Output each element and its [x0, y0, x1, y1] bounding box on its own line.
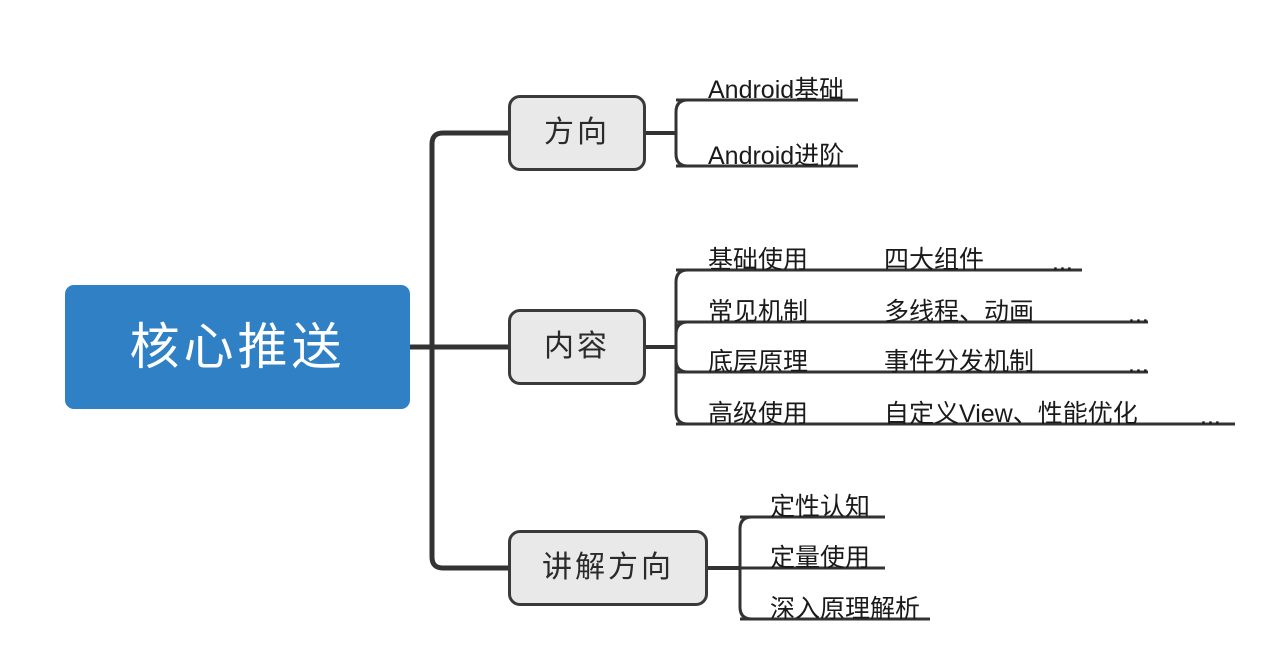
root-node-label: 核心推送 — [129, 319, 346, 375]
leaf-label[interactable]: 常见机制 — [708, 298, 809, 326]
leaf-label[interactable]: 定性认知 — [770, 493, 871, 521]
leaf-label[interactable]: 基础使用 — [708, 246, 809, 274]
branch-node-explanation[interactable]: 讲解方向 — [508, 530, 708, 606]
leaf-label[interactable]: 高级使用 — [708, 400, 809, 428]
leaf-label[interactable]: 定量使用 — [770, 544, 871, 572]
branch-node-label: 内容 — [544, 330, 610, 363]
leaf-label-secondary[interactable]: 自定义View、性能优化 — [884, 400, 1138, 428]
leaf-label[interactable]: 底层原理 — [708, 348, 809, 376]
leaf-label-secondary[interactable]: 四大组件 — [884, 246, 985, 274]
leaf-label[interactable]: Android进阶 — [708, 142, 845, 170]
leaf-label-secondary[interactable]: 事件分发机制 — [884, 348, 1035, 376]
branch-node-label: 讲解方向 — [542, 551, 674, 584]
leaf-ellipsis: ... — [1200, 402, 1221, 430]
leaf-ellipsis: ... — [1128, 350, 1149, 378]
trunk-to-branch-0 — [429, 130, 508, 347]
leaf-ellipsis: ... — [1052, 248, 1073, 276]
leaf-label-secondary[interactable]: 多线程、动画 — [884, 298, 1035, 326]
leaf-label[interactable]: Android基础 — [708, 76, 845, 104]
trunk-to-branch-2 — [429, 347, 508, 571]
root-node[interactable]: 核心推送 — [65, 285, 410, 409]
branch-node-direction[interactable]: 方向 — [508, 95, 646, 171]
branch-node-label: 方向 — [544, 116, 610, 149]
leaf-label[interactable]: 深入原理解析 — [770, 595, 921, 623]
branch-node-content[interactable]: 内容 — [508, 309, 646, 385]
leaf-ellipsis: ... — [1128, 300, 1149, 328]
